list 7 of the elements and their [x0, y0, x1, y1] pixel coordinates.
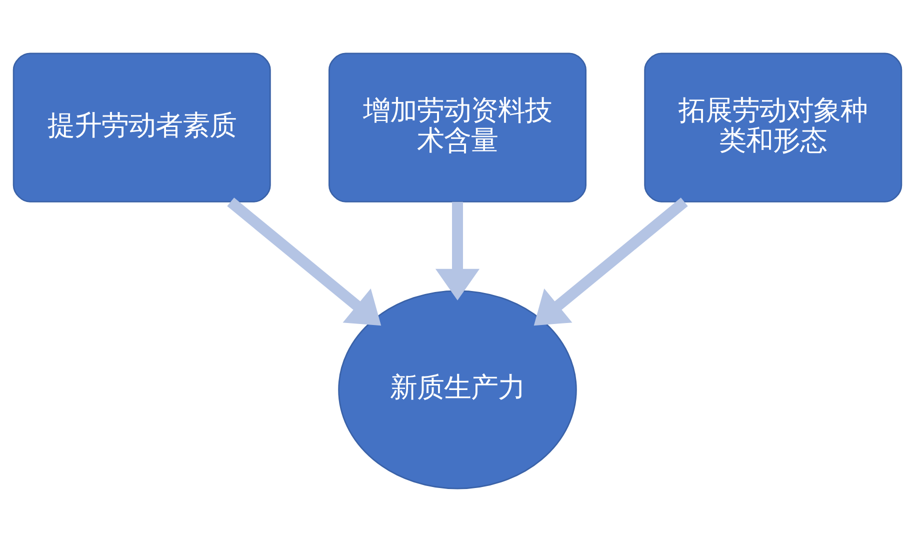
node-box: 拓展劳动对象种类和形态 — [644, 52, 902, 202]
node-box: 增加劳动资料技术含量 — [328, 52, 586, 202]
arrow — [227, 197, 382, 326]
arrow — [534, 197, 688, 326]
node-box: 提升劳动者素质 — [12, 52, 271, 202]
arrow — [435, 201, 480, 300]
node-ellipse: 新质生产力 — [338, 290, 577, 489]
